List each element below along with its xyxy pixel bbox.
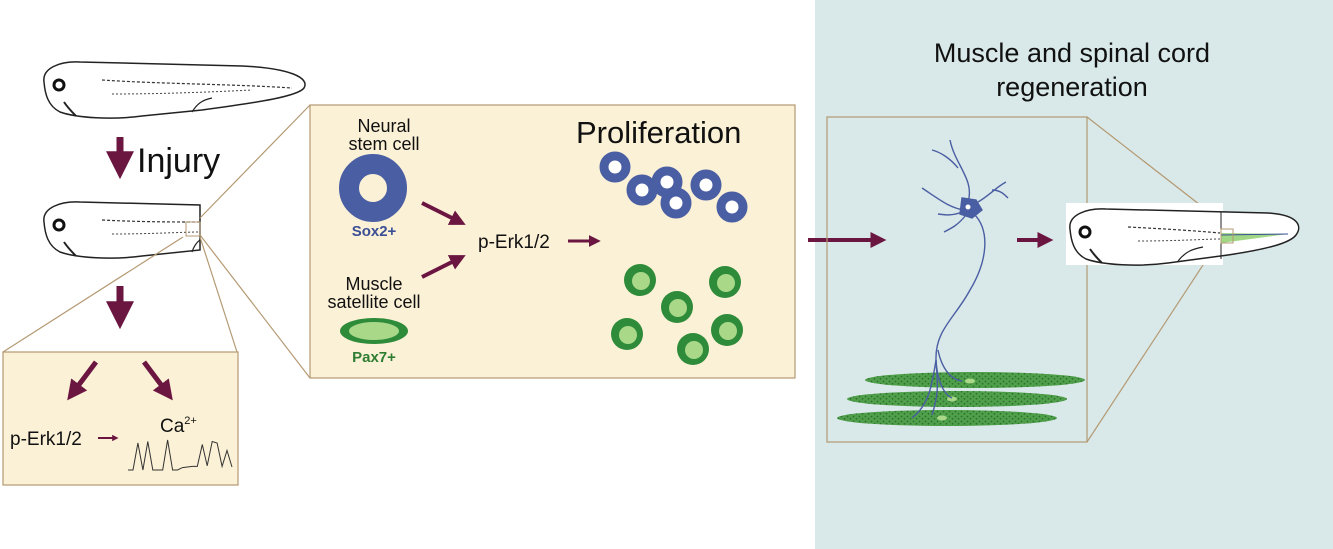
muscle-cell-nucleus: [632, 272, 650, 290]
tadpole-intact: [43, 61, 306, 119]
neuron: [911, 139, 1009, 419]
early-signaling-panel: [2, 351, 239, 486]
muscle-cell-nucleus: [685, 341, 703, 359]
zoom-lines-left: [2, 104, 311, 379]
perk-label-middle: p-Erk1/2: [478, 232, 550, 253]
muscle-to-perk-arrow: [421, 255, 466, 279]
neural-cell: [716, 191, 748, 223]
neuron-muscle-panel: [826, 116, 1088, 443]
perk-label-left: p-Erk1/2: [10, 429, 82, 450]
neural-label-2: stem cell: [348, 134, 419, 154]
muscle-cell-nucleus: [619, 326, 637, 344]
neural-cell: [599, 151, 631, 183]
neural-stem-cell: [339, 154, 407, 222]
pax7-label: Pax7+: [352, 349, 396, 366]
zoom-line-bottom: [1086, 235, 1223, 443]
branch-arrow-left: [67, 360, 98, 401]
neural-cell: [660, 187, 692, 219]
regeneration-title-1: Muscle and spinal cord: [934, 38, 1210, 68]
tadpole-regenerated: [1069, 208, 1300, 266]
neural-to-perk-arrow: [421, 201, 466, 225]
proliferation-label: Proliferation: [576, 115, 741, 150]
injury-label: Injury: [137, 142, 220, 180]
proliferating-neural-cells: [599, 151, 748, 223]
regeneration-background: [815, 0, 1333, 549]
neural-label-1: Neural: [357, 116, 410, 136]
calcium-trace: [128, 439, 233, 471]
muscle-cell-nucleus: [719, 322, 737, 340]
proliferating-muscle-cells: [611, 264, 743, 365]
muscle-fibers: [837, 372, 1085, 426]
calcium-label: Ca2+: [160, 415, 197, 437]
neural-cell: [690, 169, 722, 201]
muscle-label-1: Muscle: [345, 274, 402, 294]
neural-cell: [626, 174, 658, 206]
sox2-label: Sox2+: [352, 223, 397, 240]
regeneration-title-2: regeneration: [996, 72, 1148, 102]
branch-arrow-right: [142, 360, 173, 401]
muscle-cell-nucleus: [669, 299, 687, 317]
tadpole-injured: [43, 201, 201, 259]
muscle-cell-nucleus: [717, 274, 735, 292]
muscle-label-2: satellite cell: [327, 292, 420, 312]
